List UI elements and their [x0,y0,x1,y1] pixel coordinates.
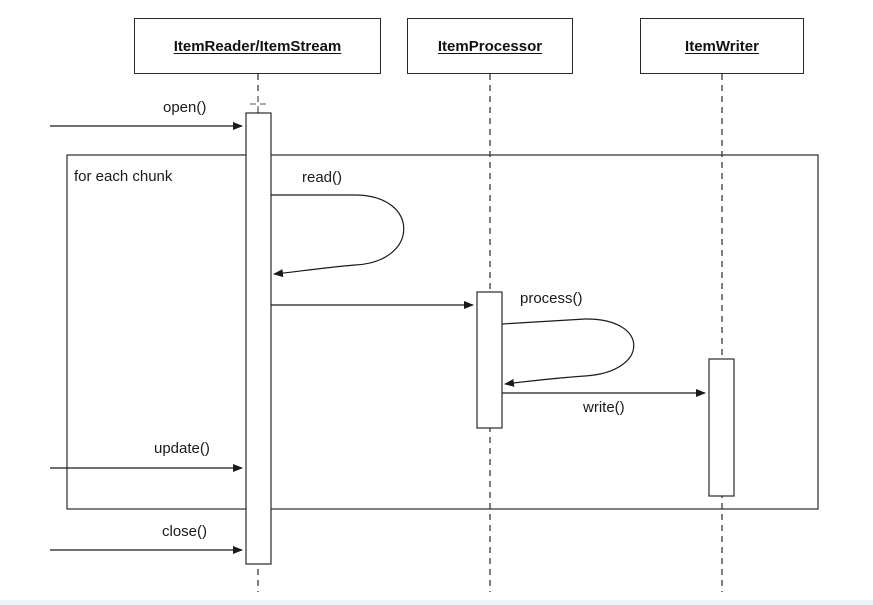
bottom-edge-strip [0,600,873,605]
message-read-arrow [271,194,405,278]
message-open-label: open() [163,99,207,116]
participant-item-processor: ItemProcessor [407,18,573,74]
message-process-arrow [501,318,635,387]
message-update-label: update() [154,440,210,457]
message-close-label: close() [162,523,208,540]
cursor-crosshair-icon [250,96,266,112]
loop-fragment-frame [66,154,819,510]
message-read-label: read() [302,169,343,186]
activation-processor [476,291,503,429]
participant-item-reader-label: ItemReader/ItemStream [173,37,342,55]
participant-item-reader: ItemReader/ItemStream [134,18,381,74]
activation-writer [708,358,735,497]
message-write-label: write() [583,399,625,416]
participant-item-writer-label: ItemWriter [685,37,759,55]
message-process-label: process() [520,290,583,307]
loop-fragment-label: for each chunk [74,168,173,185]
activation-reader [245,112,272,565]
participant-item-writer: ItemWriter [640,18,804,74]
participant-item-processor-label: ItemProcessor [437,37,543,55]
